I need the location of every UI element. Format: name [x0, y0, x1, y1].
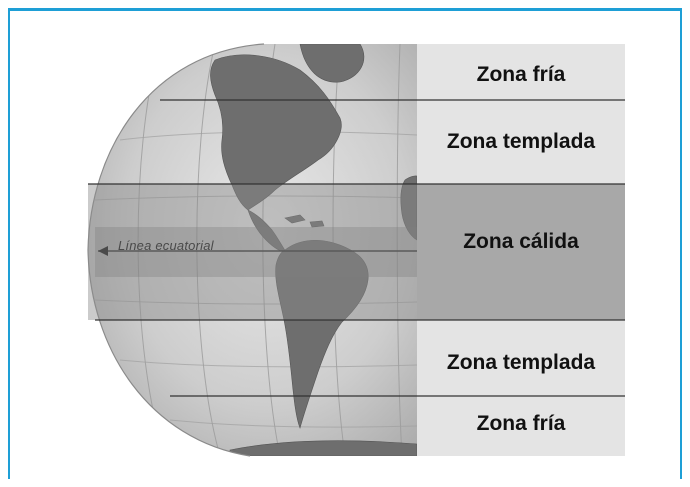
- equator-arrow-icon: [98, 246, 108, 256]
- zone-panel-fria-norte: [417, 44, 625, 100]
- zone-label-templada-norte: Zona templada: [446, 130, 596, 153]
- zone-divider-lines: [88, 99, 625, 397]
- equator-label: Línea ecuatorial: [118, 238, 214, 253]
- zone-label-calida: Zona cálida: [463, 230, 579, 253]
- globe-outline: [87, 43, 265, 457]
- zone-panel-templada-sur: [417, 320, 625, 396]
- continents: [210, 44, 417, 456]
- zone-panel-templada-norte: [417, 100, 625, 184]
- equator-band: [95, 227, 417, 277]
- warm-zone-band: [88, 184, 417, 320]
- zone-panel-fria-sur: [417, 396, 625, 456]
- zone-panel-calida: [417, 184, 625, 320]
- zone-label-templada-sur: Zona templada: [446, 351, 596, 374]
- zone-label-fria-sur: Zona fría: [476, 412, 566, 435]
- zone-label-fria-norte: Zona fría: [476, 63, 566, 86]
